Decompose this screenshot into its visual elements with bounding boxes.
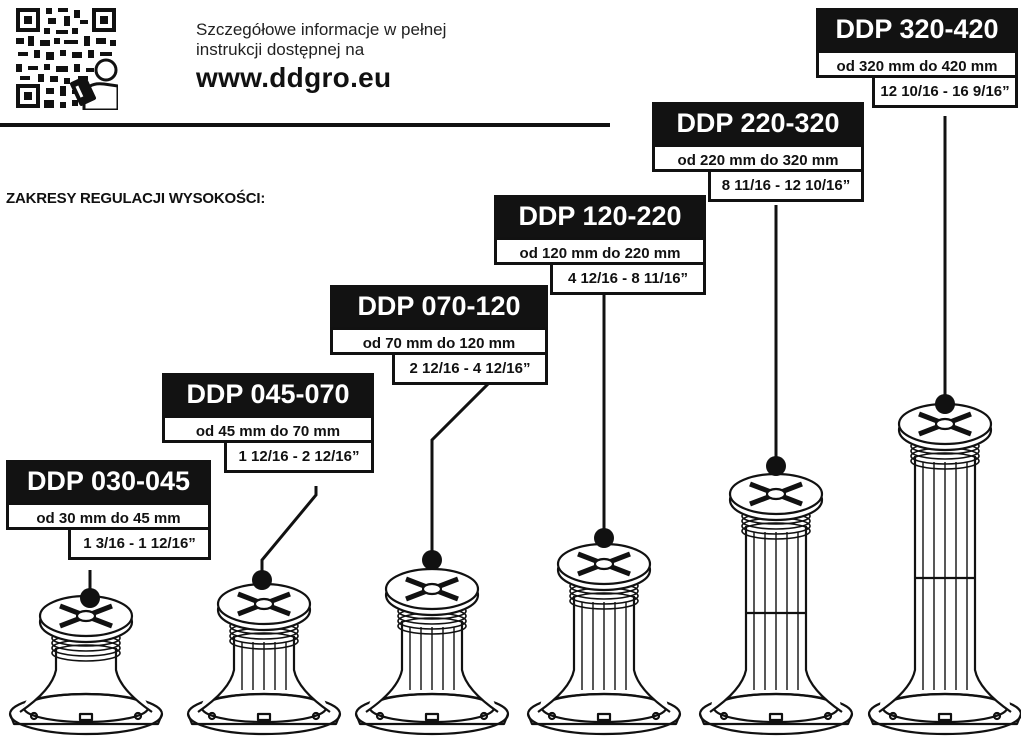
website-link[interactable]: www.ddgro.eu [196, 62, 392, 93]
product-mm-range: od 45 mm do 70 mm [162, 415, 374, 443]
pedestal-6 [867, 402, 1021, 736]
leader-dot [80, 588, 100, 608]
leader-dot [766, 456, 786, 476]
product-inch-range: 4 12/16 - 8 11/16” [550, 265, 706, 295]
pedestal-5 [698, 472, 854, 736]
product-label-ddp-220-320: DDP 220-320 od 220 mm do 320 mm 8 11/16 … [652, 102, 864, 202]
product-inch-range: 1 3/16 - 1 12/16” [68, 530, 211, 560]
product-name: DDP 220-320 [652, 102, 864, 144]
product-label-ddp-320-420: DDP 320-420 od 320 mm do 420 mm 12 10/16… [816, 8, 1018, 108]
qr-code-icon [14, 6, 118, 110]
product-name: DDP 030-045 [6, 460, 211, 502]
product-name: DDP 045-070 [162, 373, 374, 415]
leader-line [430, 374, 494, 560]
product-mm-range: od 220 mm do 320 mm [652, 144, 864, 172]
pedestal-4 [526, 542, 682, 736]
product-name: DDP 320-420 [816, 8, 1018, 50]
info-text-line1: Szczegółowe informacje w pełnej [196, 20, 447, 39]
product-mm-range: od 70 mm do 120 mm [330, 327, 548, 355]
leader-line [260, 486, 318, 580]
product-inch-range: 1 12/16 - 2 12/16” [224, 443, 374, 473]
product-label-ddp-070-120: DDP 070-120 od 70 mm do 120 mm 2 12/16 -… [330, 285, 548, 385]
product-name: DDP 070-120 [330, 285, 548, 327]
leader-dot [935, 394, 955, 414]
product-name: DDP 120-220 [494, 195, 706, 237]
product-mm-range: od 120 mm do 220 mm [494, 237, 706, 265]
leader-dot [422, 550, 442, 570]
product-label-ddp-030-045: DDP 030-045 od 30 mm do 45 mm 1 3/16 - 1… [6, 460, 211, 560]
pedestal-1 [8, 594, 164, 736]
product-inch-range: 8 11/16 - 12 10/16” [708, 172, 864, 202]
product-inch-range: 12 10/16 - 16 9/16” [872, 78, 1018, 108]
product-mm-range: od 30 mm do 45 mm [6, 502, 211, 530]
pedestal-2 [186, 582, 342, 736]
header-divider [0, 123, 610, 127]
pedestal-3 [354, 567, 510, 736]
leader-dot [594, 528, 614, 548]
leader-dot [252, 570, 272, 590]
product-mm-range: od 320 mm do 420 mm [816, 50, 1018, 78]
info-text-line2: instrukcji dostępnej na [196, 40, 365, 59]
section-title: ZAKRESY REGULACJI WYSOKOŚCI: [6, 190, 266, 207]
product-label-ddp-120-220: DDP 120-220 od 120 mm do 220 mm 4 12/16 … [494, 195, 706, 295]
person-reading-tablet-icon [70, 58, 118, 110]
product-inch-range: 2 12/16 - 4 12/16” [392, 355, 548, 385]
product-label-ddp-045-070: DDP 045-070 od 45 mm do 70 mm 1 12/16 - … [162, 373, 374, 473]
